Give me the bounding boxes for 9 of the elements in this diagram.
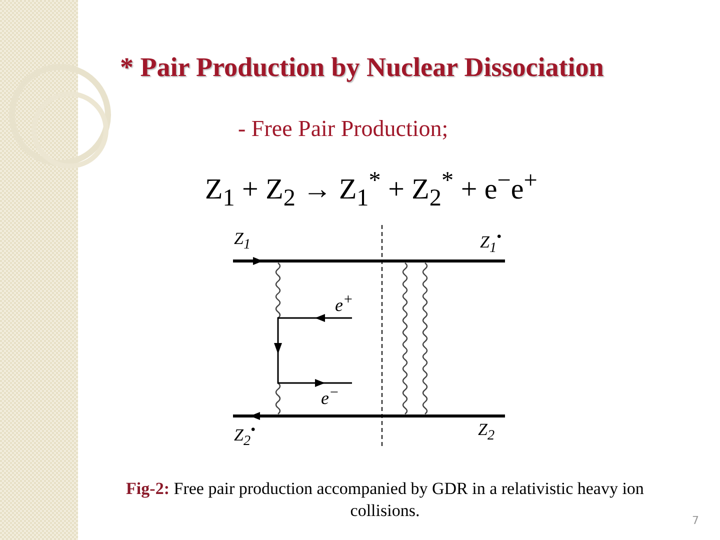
subtitle: - Free Pair Production; bbox=[238, 116, 448, 142]
figure-caption: Fig-2: Free pair production accompanied by GDR in a relativistic heavy ion collisions. bbox=[125, 478, 645, 522]
particle-label: e$^{−}$ bbox=[321, 385, 340, 409]
page-number: 7 bbox=[692, 514, 699, 527]
reaction-equation: Z$_{1}$ + Z$_{2}$ → Z$_{1}$$^{*}$ + Z$_{2}$$^{*}$ + e$^{−}$e$^{+}$ bbox=[205, 167, 538, 212]
slide-title: * Pair Production by Nuclear Dissociation bbox=[120, 52, 604, 83]
particle-label: e$^{+}$ bbox=[335, 292, 354, 316]
particle-label: Z$_{1}$ bbox=[234, 229, 251, 254]
particle-label: Z$_{2}$ bbox=[478, 420, 495, 444]
